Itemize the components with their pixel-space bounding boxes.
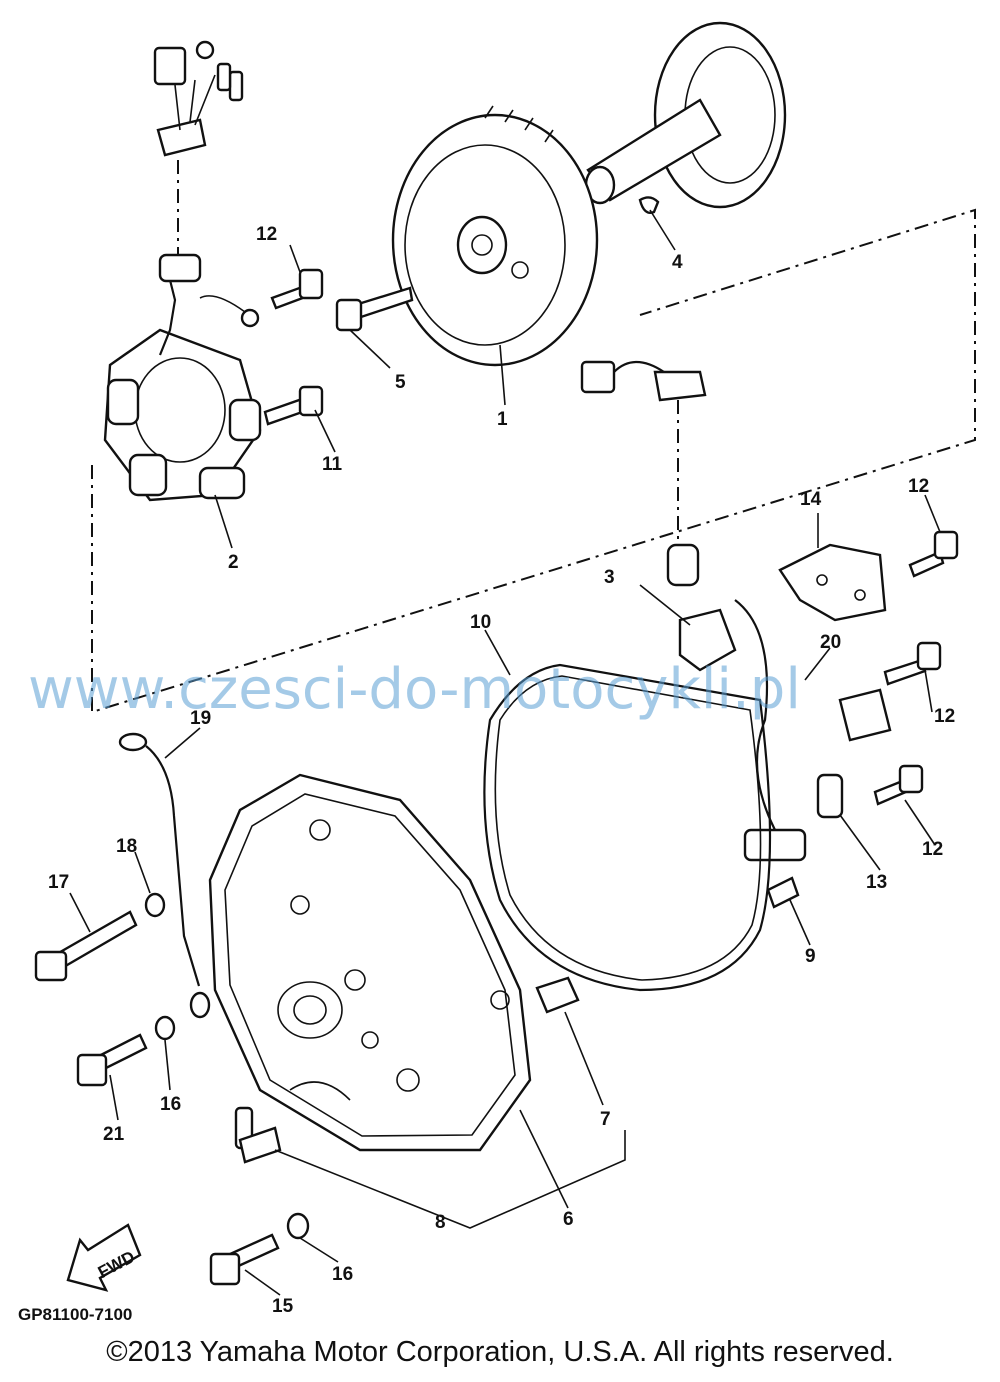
- diagram-code: GP81100-7100: [18, 1305, 132, 1324]
- part-label: 16: [332, 1264, 353, 1285]
- collar-7-drawing: [535, 976, 580, 1014]
- part-label: 15: [272, 1296, 294, 1317]
- stator-drawing: [103, 40, 262, 502]
- gasket-10-drawing: [483, 663, 772, 992]
- part-label: 1: [497, 409, 508, 430]
- bolt-17-drawing: [34, 892, 166, 982]
- part-label: 12: [908, 476, 929, 497]
- pickup-coil-drawing: [580, 360, 892, 862]
- bolt-5-drawing: [335, 286, 414, 369]
- rotor-flywheel-drawing: [391, 105, 599, 367]
- watermark: www.czesci-do-motocykli.pl: [28, 657, 801, 722]
- part-label: 9: [805, 946, 816, 967]
- part-label: 3: [604, 567, 615, 588]
- dowel-pin-9-drawing: [766, 876, 800, 909]
- fitting-8-drawing: [234, 1106, 282, 1164]
- part-label: 17: [48, 872, 69, 893]
- part-label: 19: [190, 708, 211, 729]
- part-label: 12: [934, 706, 955, 727]
- assembly-boundary-line: [91, 208, 976, 714]
- part-label: 11: [322, 454, 343, 475]
- part-label: 7: [600, 1109, 611, 1130]
- clamp-13-drawing: [816, 773, 844, 819]
- part-label: 2: [228, 552, 239, 573]
- part-label: 4: [672, 252, 683, 273]
- part-label: 12: [256, 224, 277, 245]
- crankshaft-end-drawing: [584, 21, 787, 214]
- wire-lead-19-drawing: [118, 732, 211, 1019]
- part-label: 20: [820, 632, 841, 653]
- part-label: 18: [116, 836, 137, 857]
- leader-lines: [69, 209, 941, 1296]
- bolt-15-drawing: [209, 1212, 310, 1286]
- bolt-21-drawing: [76, 1015, 176, 1087]
- part-label: 13: [866, 872, 887, 893]
- crankcase-cover-drawing: [208, 773, 532, 1152]
- cover-plate-14-drawing: [778, 543, 887, 622]
- part-label: 12: [922, 839, 943, 860]
- bolts-12-right-drawing: [873, 530, 959, 806]
- part-label: 16: [160, 1094, 181, 1115]
- part-label: 5: [395, 372, 406, 393]
- part-label: 8: [435, 1212, 446, 1233]
- part-label: 10: [470, 612, 491, 633]
- forward-arrow-icon: FWD: [66, 1223, 142, 1292]
- bolt-11-drawing: [263, 385, 324, 426]
- copyright-notice: ©2013 Yamaha Motor Corporation, U.S.A. A…: [106, 1336, 894, 1368]
- bolt-12-top-drawing: [199, 268, 324, 328]
- part-label: 14: [800, 489, 822, 510]
- part-label: 21: [103, 1124, 125, 1145]
- part-label: 6: [563, 1209, 574, 1230]
